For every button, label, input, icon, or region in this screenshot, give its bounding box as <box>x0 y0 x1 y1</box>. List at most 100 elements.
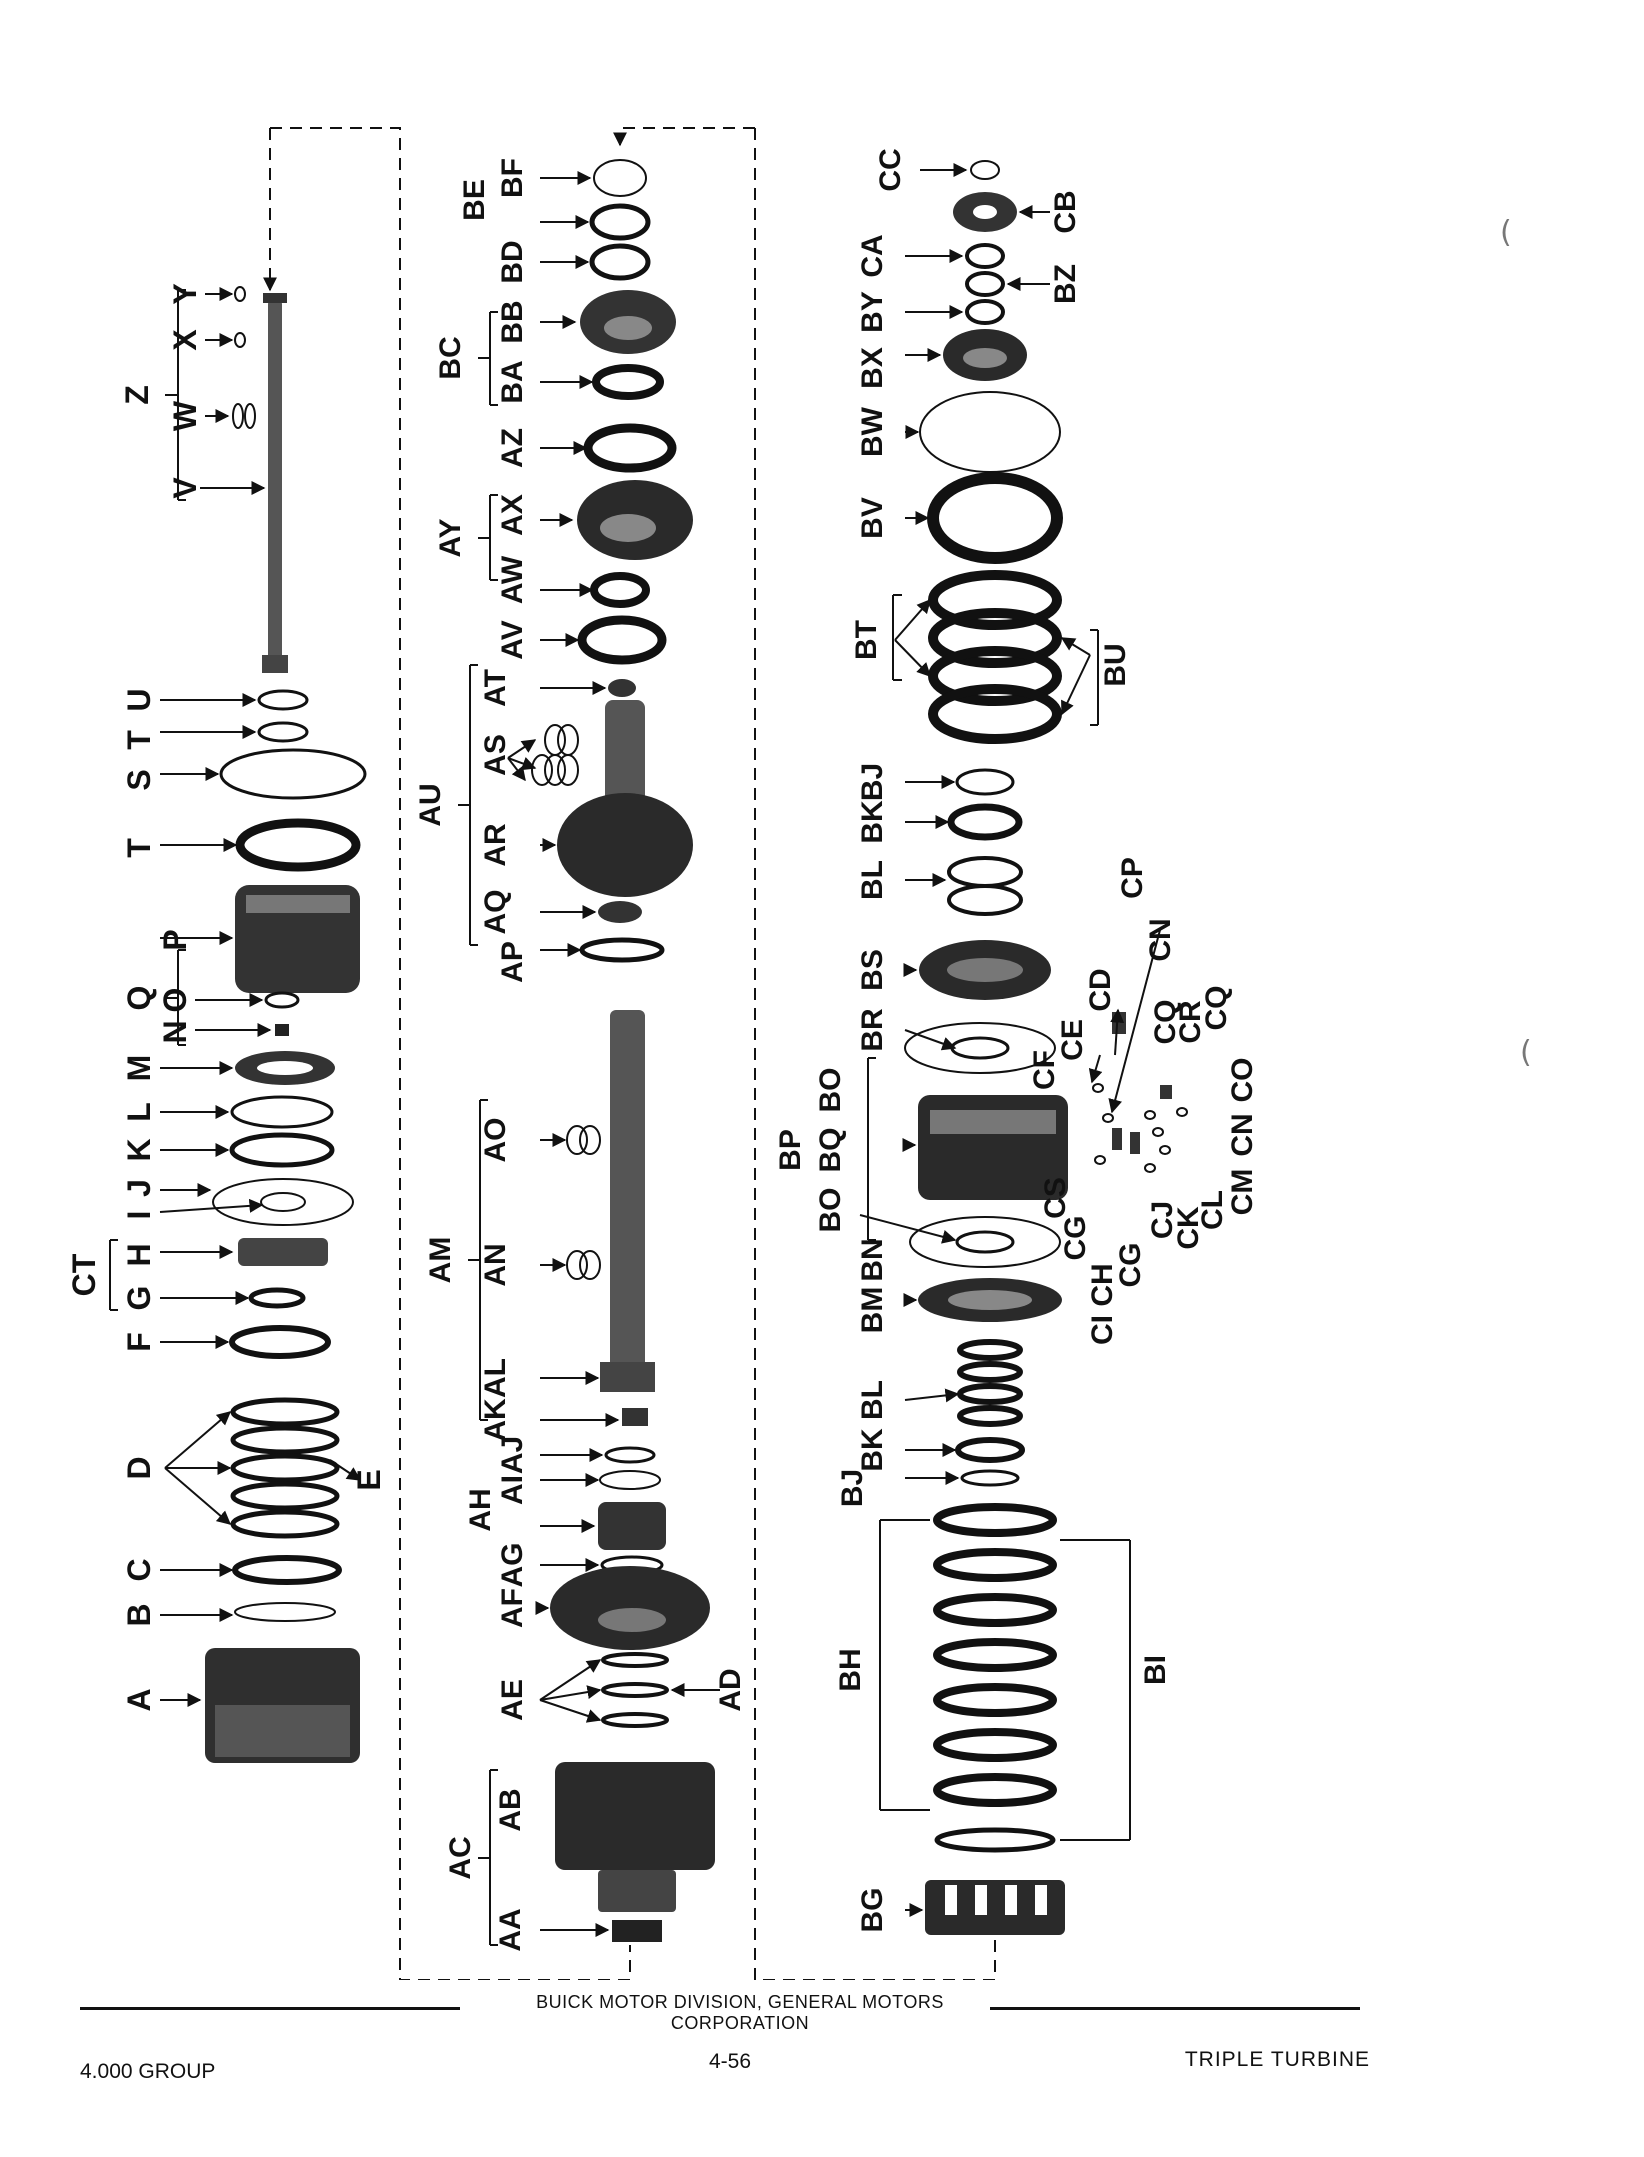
label-bc: BC <box>434 336 467 379</box>
label-cr: CR <box>1174 1000 1207 1044</box>
label-ar: AR <box>479 823 512 867</box>
footer-rule-left <box>80 2007 460 2010</box>
right-brackets <box>867 594 1131 1841</box>
label-bx: BX <box>856 347 889 389</box>
label-l: L <box>121 1102 157 1122</box>
label-ac: AC <box>444 1836 477 1879</box>
label-bw: BW <box>856 406 889 457</box>
label-am: AM <box>424 1237 457 1284</box>
label-co: CO <box>1226 1058 1259 1103</box>
label-ag: AG <box>496 1543 529 1588</box>
label-at: AT <box>479 669 512 707</box>
footer-page-number: 4-56 <box>708 2050 752 2073</box>
footer-section: TRIPLE TURBINE <box>1184 2048 1370 2071</box>
label-bt: BT <box>850 620 883 660</box>
label-ay: AY <box>434 519 467 558</box>
label-o: O <box>157 988 193 1013</box>
page-footer <box>0 1985 1644 2105</box>
right-parts <box>904 160 1068 1935</box>
right-labels: CC CB CA BZ BY BX BW BV BT BU BJ BK BL B… <box>774 148 1259 1932</box>
label-y: Y <box>167 283 203 304</box>
middle-labels: BF BE BD BB BA BC AZ AX AW AY AV AT AS A… <box>414 158 747 1952</box>
label-cm: CM <box>1226 1169 1259 1216</box>
label-c: C <box>121 1558 157 1581</box>
label-a: A <box>121 1688 157 1711</box>
label-aa: AA <box>494 1908 527 1951</box>
footer-rule-right <box>990 2007 1360 2010</box>
footer-corporation: BUICK MOTOR DIVISION, GENERAL MOTORS COR… <box>536 1992 944 2033</box>
label-ci: CI <box>1086 1315 1119 1345</box>
label-an: AN <box>479 1243 512 1286</box>
label-br: BR <box>856 1008 889 1052</box>
label-ce: CE <box>1056 1019 1089 1061</box>
label-cq1: CQ <box>1149 1000 1182 1045</box>
label-cj: CJ <box>1146 1201 1179 1239</box>
label-bi: BI <box>1139 1655 1172 1685</box>
label-cg1: CG <box>1059 1216 1092 1261</box>
front-labels: Y X W V Z U T T S R P O N Q M L K J I H … <box>66 283 387 1711</box>
label-bn: BN <box>856 1238 889 1281</box>
dashed-routing-lines <box>263 127 996 1980</box>
label-al: AL <box>479 1358 512 1398</box>
label-bb: BB <box>496 300 529 343</box>
label-t1: T <box>121 730 157 750</box>
label-g: G <box>121 1286 157 1311</box>
label-n: N <box>157 1020 193 1043</box>
label-bs: BS <box>856 949 889 991</box>
label-az: AZ <box>496 428 529 468</box>
label-s: S <box>121 769 157 790</box>
label-bv: BV <box>856 497 889 539</box>
label-ab: AB <box>494 1788 527 1831</box>
label-cc: CC <box>874 148 907 191</box>
label-v: V <box>167 477 203 499</box>
label-e: E <box>351 1469 387 1490</box>
label-p: P <box>157 929 193 950</box>
label-bp: BP <box>774 1129 807 1171</box>
middle-brackets <box>458 311 498 1946</box>
label-ap: AP <box>496 941 529 983</box>
label-ax: AX <box>496 494 529 536</box>
label-au: AU <box>414 783 447 826</box>
label-bl-bottom: BL <box>856 1380 889 1420</box>
footer-group: 4.000 GROUP <box>80 2060 216 2083</box>
label-bu: BU <box>1099 643 1132 686</box>
label-ak: AK <box>479 1398 512 1442</box>
label-aw: AW <box>496 555 529 604</box>
label-i: I <box>121 1211 157 1220</box>
label-ad: AD <box>714 1668 747 1711</box>
label-ao: AO <box>479 1118 512 1163</box>
label-bo-bottom: BO <box>814 1188 847 1233</box>
front-arrows <box>159 287 362 1707</box>
margin-mark-top: ( <box>1500 215 1512 250</box>
label-b: B <box>121 1603 157 1626</box>
label-bq: BQ <box>814 1128 847 1173</box>
label-bk-top: BK <box>856 800 889 844</box>
right-arrows <box>859 163 1161 1917</box>
label-ct: CT <box>66 1253 102 1296</box>
label-be: BE <box>458 179 491 221</box>
label-af: AF <box>496 1588 529 1628</box>
label-bf: BF <box>496 158 529 198</box>
label-ch: CH <box>1086 1263 1119 1306</box>
label-cn-top: CN <box>1144 918 1177 961</box>
label-bj-top: BJ <box>856 763 889 801</box>
label-h: H <box>121 1243 157 1266</box>
label-by: BY <box>856 291 889 333</box>
middle-parts <box>531 159 715 1942</box>
margin-mark-middle: ( <box>1520 1035 1532 1070</box>
label-bj-bottom: BJ <box>836 1469 869 1507</box>
label-cf: CF <box>1028 1050 1061 1090</box>
label-k: K <box>121 1138 157 1161</box>
label-t2: T <box>121 838 157 858</box>
label-cq2: CQ <box>1200 986 1233 1031</box>
label-ck: CK <box>1172 1206 1205 1250</box>
label-bo-top: BO <box>814 1068 847 1113</box>
label-av: AV <box>496 620 529 659</box>
label-z: Z <box>119 385 155 405</box>
label-bh: BH <box>834 1648 867 1691</box>
label-bz: BZ <box>1049 264 1082 304</box>
label-cn-bottom: CN <box>1226 1113 1259 1156</box>
label-bg: BG <box>856 1888 889 1933</box>
label-ah: AH <box>464 1488 497 1531</box>
label-ca: CA <box>856 234 889 277</box>
